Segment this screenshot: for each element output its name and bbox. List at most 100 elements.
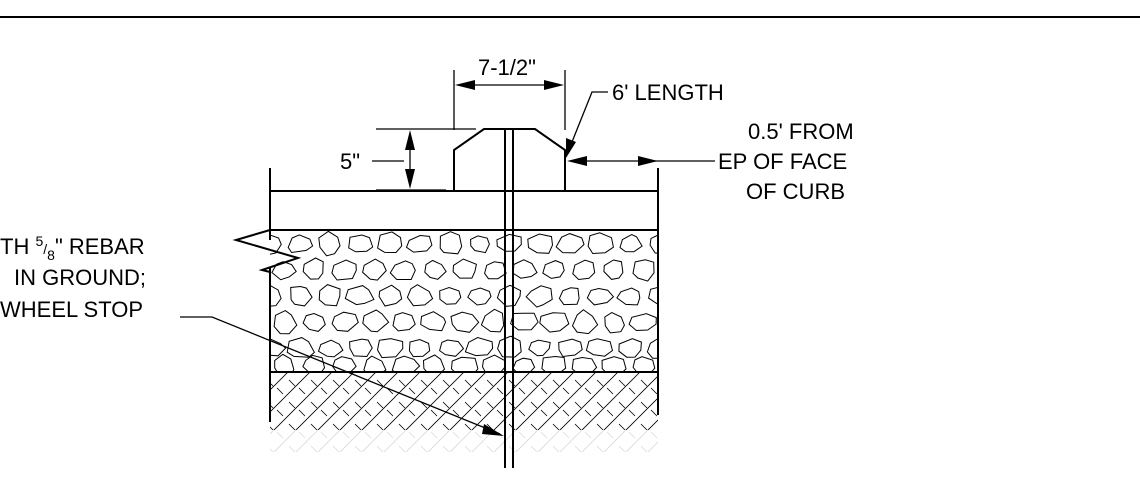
aggregate-stone	[349, 338, 373, 358]
aggregate-stone	[649, 234, 658, 254]
aggregate-stone	[286, 337, 316, 358]
aggregate-stone	[512, 357, 536, 372]
pavement-slab	[269, 168, 659, 422]
height-dimension-label: 5"	[340, 149, 360, 174]
aggregate-stone	[628, 313, 657, 332]
rebar-leader	[180, 316, 504, 436]
aggregate-stone	[377, 231, 403, 254]
aggregate-stone	[420, 311, 447, 332]
aggregate-stone	[585, 338, 614, 357]
aggregate-stone	[392, 312, 416, 332]
aggregate-stone	[527, 233, 554, 254]
aggregate-stone	[496, 284, 522, 307]
break-line	[232, 229, 302, 273]
aggregate-stone	[378, 284, 403, 307]
aggregate-stone	[439, 286, 462, 305]
aggregate-stone	[424, 259, 447, 280]
aggregate-stone	[302, 257, 324, 280]
aggregate-stone	[450, 311, 480, 333]
aggregate-stone	[317, 339, 344, 358]
aggregate-stone	[632, 356, 656, 372]
aggregate-stone	[646, 337, 658, 359]
aggregate-stone	[619, 233, 643, 253]
aggregate-stone	[586, 287, 615, 306]
aggregate-stone	[348, 234, 374, 253]
aggregate-stone	[632, 259, 655, 282]
aggregate-stone	[470, 235, 490, 254]
aggregate-stone	[271, 261, 297, 281]
aggregate-stone	[405, 234, 433, 253]
aggregate-stone	[290, 285, 313, 307]
aggregate-stone	[318, 284, 341, 307]
aggregate-stone	[572, 259, 596, 281]
aggregate-stone	[571, 356, 598, 372]
aggregate-stone	[604, 312, 625, 334]
length-callout: 6' LENGTH	[612, 80, 724, 105]
aggregate-stone	[618, 338, 642, 358]
aggregate-stone	[408, 338, 431, 358]
aggregate-stone	[558, 338, 583, 358]
aggregate-stone	[362, 258, 387, 281]
aggregate-stone	[302, 354, 326, 372]
rebar-note-line2: IN GROUND;	[14, 265, 146, 290]
aggregate-stone	[587, 232, 614, 255]
aggregate-stone	[616, 287, 641, 306]
offset-callout-line3: OF CURB	[746, 179, 845, 204]
aggregate-base-stones	[270, 230, 658, 372]
aggregate-stone	[497, 335, 522, 358]
aggregate-stone	[439, 231, 463, 255]
aggregate-stone	[332, 356, 357, 372]
aggregate-stone	[542, 260, 565, 279]
aggregate-stone	[406, 284, 434, 307]
soil-hatch	[270, 372, 658, 452]
aggregate-stone	[363, 355, 387, 372]
aggregate-stone	[601, 356, 627, 372]
aggregate-stone	[302, 312, 326, 332]
rebar-note-suffix: " REBAR	[55, 234, 145, 259]
aggregate-stone	[541, 355, 567, 372]
aggregate-stone	[452, 258, 477, 279]
aggregate-stone	[464, 336, 494, 357]
aggregate-stone	[528, 339, 551, 357]
width-dimension-label: 7-1/2"	[478, 55, 536, 80]
aggregate-stone	[484, 261, 507, 280]
aggregate-stone	[331, 259, 357, 281]
offset-callout-line1: 0.5' FROM	[748, 119, 854, 144]
aggregate-stone	[558, 287, 580, 306]
aggregate-stone	[603, 259, 624, 280]
aggregate-stone	[376, 338, 404, 359]
aggregate-stone	[270, 338, 287, 357]
aggregate-stone	[510, 312, 539, 331]
aggregate-stone	[344, 285, 375, 306]
aggregate-stone	[481, 354, 507, 372]
wheel-stop-profile	[453, 128, 566, 191]
aggregate-stone	[274, 353, 295, 372]
rebar-pin	[504, 129, 514, 468]
aggregate-stone	[331, 311, 359, 332]
aggregate-stone	[273, 310, 298, 335]
height-dimension	[372, 128, 476, 191]
aggregate-stone	[450, 356, 479, 372]
aggregate-stone	[648, 286, 658, 305]
aggregate-stone	[571, 309, 599, 335]
width-dimension	[453, 70, 566, 130]
rebar-note-prefix: TH	[0, 234, 35, 259]
aggregate-stone	[512, 259, 538, 279]
aggregate-stone	[362, 309, 390, 333]
aggregate-stone	[525, 285, 553, 308]
aggregate-stone	[496, 233, 522, 252]
rebar-fraction-numerator: 5	[35, 233, 43, 249]
aggregate-stone	[389, 260, 416, 280]
rebar-fraction-denominator: 8	[47, 247, 55, 263]
offset-dimension	[567, 156, 715, 166]
aggregate-stone	[391, 355, 421, 372]
rebar-note-line3: WHEEL STOP	[0, 297, 143, 322]
aggregate-stone	[539, 312, 570, 333]
aggregate-stone	[287, 234, 314, 254]
aggregate-stone	[318, 230, 341, 257]
aggregate-stone	[270, 284, 282, 307]
aggregate-stone	[439, 339, 465, 357]
aggregate-stone	[270, 234, 282, 255]
length-leader	[566, 91, 608, 158]
